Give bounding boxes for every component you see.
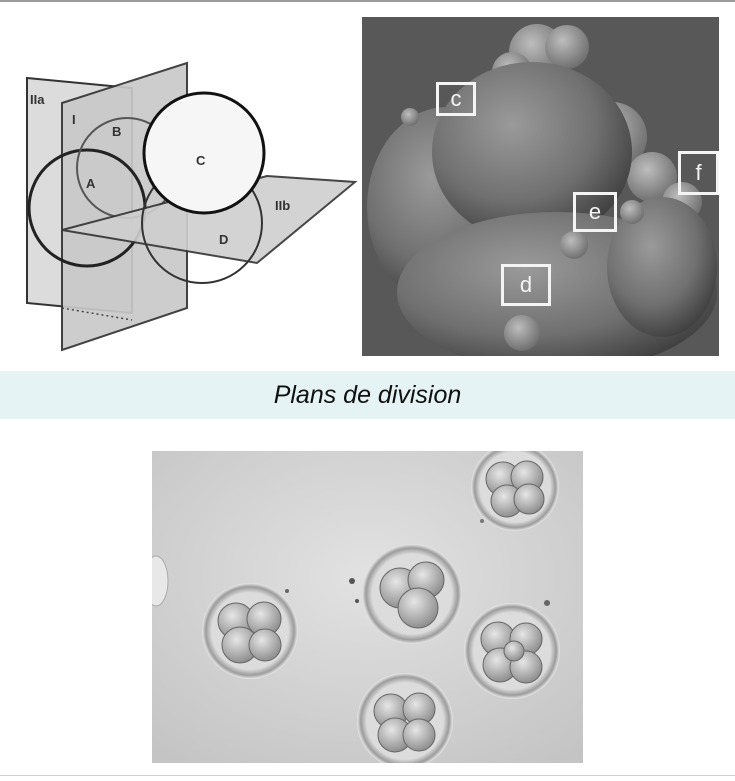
caption-band: Plans de division: [0, 371, 735, 419]
label-cell-b: B: [112, 124, 121, 139]
label-plane-i: I: [72, 112, 76, 127]
embryo-4: [464, 603, 560, 699]
label-plane-iib: IIb: [275, 198, 290, 213]
sem-label-c: c: [436, 82, 476, 116]
caption-text: Plans de division: [273, 380, 462, 409]
dotted-edge: [61, 307, 133, 321]
label-plane-iia: IIa: [30, 92, 45, 107]
sem-label-d: d: [501, 264, 551, 306]
sem-photo-drawing: [362, 17, 719, 356]
division-planes-diagram: IIa I B A C IIb D: [26, 61, 358, 352]
label-cell-d: D: [219, 232, 228, 247]
top-border-line: [0, 0, 735, 2]
sem-label-e: e: [573, 192, 617, 232]
embryo-1: [202, 583, 298, 679]
sem-label-f: f: [678, 151, 719, 195]
sem-cell-c: [432, 62, 632, 242]
embryo-photo-drawing: [152, 451, 583, 763]
embryo-photo: [152, 451, 583, 763]
embryo-2: [362, 544, 462, 644]
label-cell-c: C: [196, 153, 206, 168]
label-cell-a: A: [86, 176, 96, 191]
cell-c-circle: [142, 91, 266, 215]
embryo-3: [471, 451, 559, 531]
sem-photo: c f e d: [362, 17, 719, 356]
sem-cell-right: [607, 197, 717, 337]
bottom-border-line: [0, 775, 735, 776]
embryo-5: [357, 673, 453, 763]
